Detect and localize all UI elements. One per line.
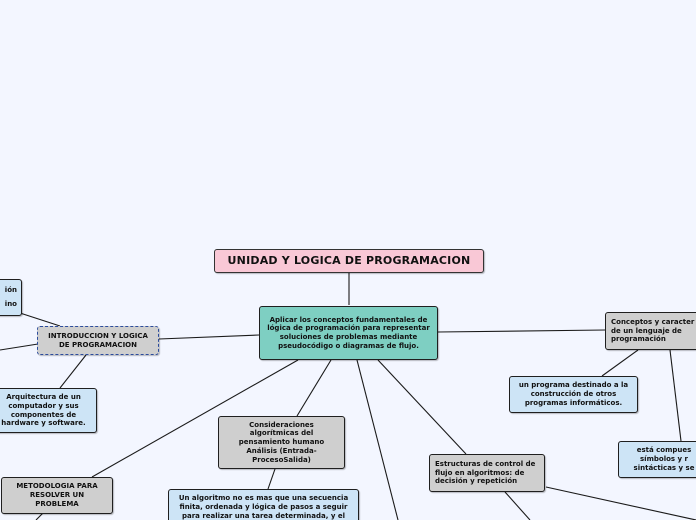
link-intro-left-mid [0, 343, 39, 351]
link-objective-considerations [296, 359, 332, 417]
link-control-down [504, 491, 531, 520]
node-concepts[interactable]: Conceptos y caracter de un lenguaje de p… [605, 312, 696, 350]
link-concepts-program [601, 349, 639, 377]
link-intro-architecture [59, 354, 87, 389]
link-objective-concepts [437, 329, 606, 333]
left-top-text-2: ino [4, 300, 17, 309]
link-intro-left-top [19, 312, 61, 327]
link-objective-methodology [91, 359, 299, 478]
node-objective[interactable]: Aplicar los conceptos fundamentales de l… [259, 306, 438, 360]
link-considerations-algorithm [267, 468, 276, 490]
node-intro[interactable]: INTRODUCCION Y LOGICA DE PROGRAMACION [37, 326, 159, 355]
node-composed[interactable]: está compues símbolos y r sintácticas y … [618, 441, 696, 478]
link-objective-bottom [356, 359, 399, 520]
link-objective-intro [158, 334, 260, 340]
link-concepts-composed [669, 349, 682, 442]
node-program[interactable]: un programa destinado a la construcción … [509, 376, 638, 413]
node-left-top-partial[interactable]: ión ino [0, 279, 22, 316]
root-topic[interactable]: UNIDAD Y LOGICA DE PROGRAMACION [214, 249, 484, 273]
left-top-text-1: ión [4, 285, 17, 294]
node-methodology[interactable]: METODOLOGIA PARA RESOLVER UN PROBLEMA [1, 477, 113, 514]
node-considerations[interactable]: Consideraciones algorítmicas del pensami… [218, 416, 345, 469]
node-architecture[interactable]: Arquitectura de un computador y sus comp… [0, 388, 97, 433]
link-control-right [545, 486, 696, 520]
node-control-structures[interactable]: Estructuras de control de flujo en algor… [429, 454, 545, 492]
link-objective-control [377, 359, 467, 455]
node-algorithm[interactable]: Un algoritmo no es mas que una secuencia… [168, 489, 359, 520]
